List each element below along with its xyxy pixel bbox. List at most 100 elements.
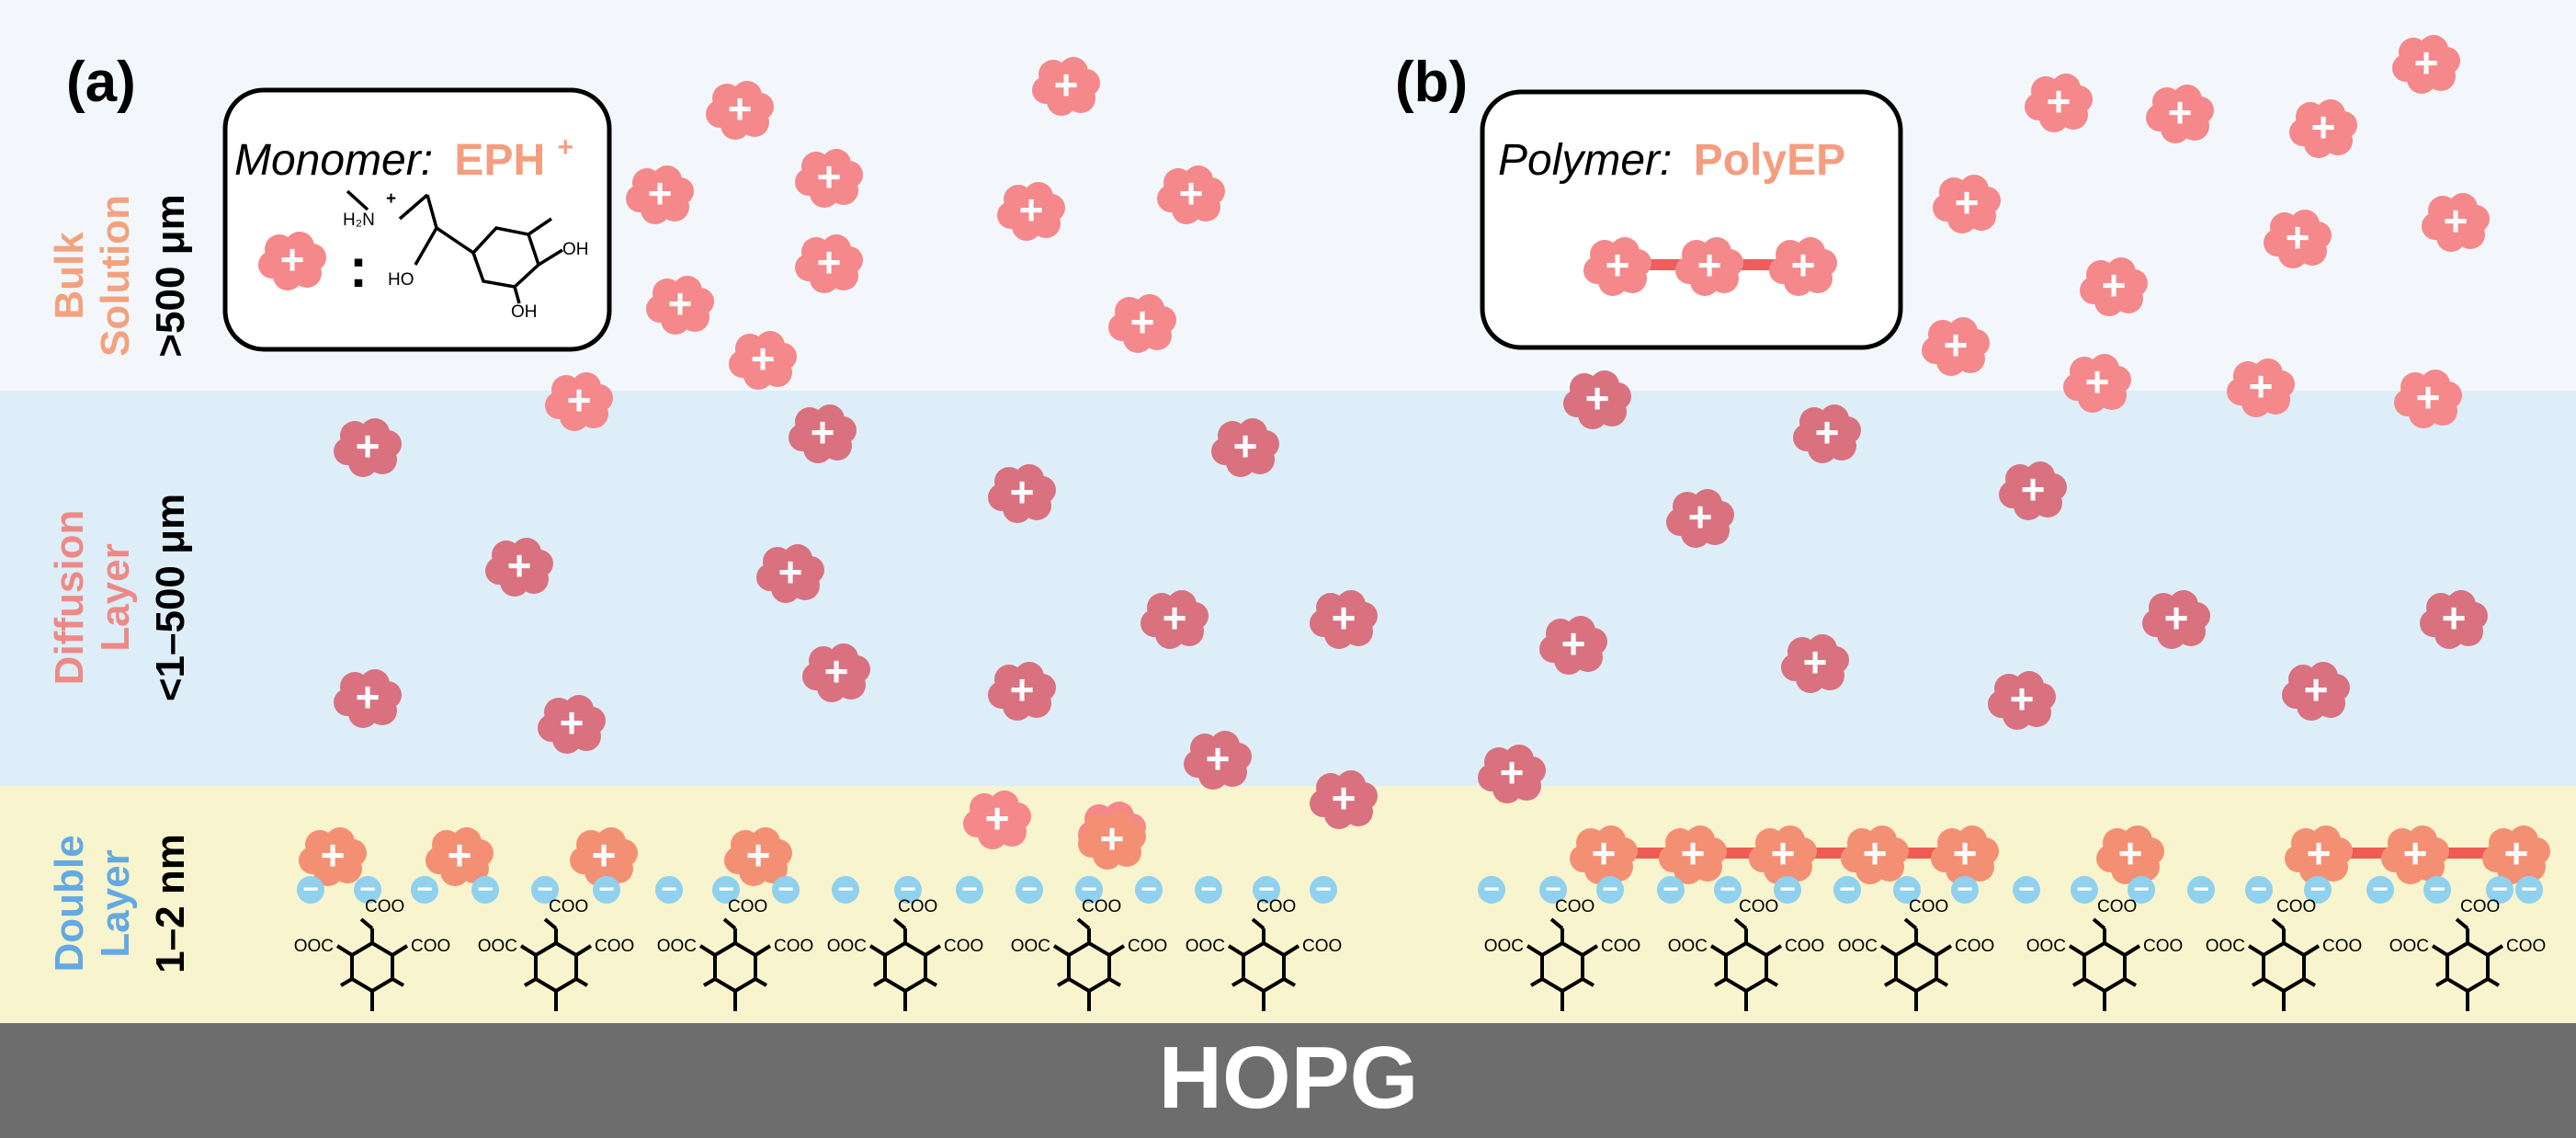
anion: −: [2187, 874, 2215, 905]
anion: −: [1774, 874, 1801, 905]
cation-plus-sign: +: [1332, 774, 1356, 822]
cation-plus-sign: +: [1606, 241, 1630, 289]
bulk-cation: +: [1922, 317, 1990, 376]
cation-plus-sign: +: [592, 831, 617, 879]
anion-shape: [1893, 876, 1921, 904]
diffusion-cation: +: [789, 404, 857, 463]
cation-plus-sign: +: [2444, 197, 2468, 245]
anion: −: [2423, 874, 2451, 905]
anion: −: [2245, 874, 2273, 905]
carboxylate-label-top: COO: [2276, 897, 2316, 916]
adsorbed-cation: +: [570, 827, 638, 886]
anion-shape: [411, 876, 438, 904]
diffusion-cation: +: [2282, 662, 2350, 721]
anion: −: [655, 874, 683, 905]
anion-minus-sign: −: [2133, 874, 2150, 905]
double-name-line2: Layer: [93, 849, 138, 957]
anion-minus-sign: −: [1545, 874, 1561, 905]
anion-minus-sign: −: [416, 874, 433, 905]
diffusion-cation: +: [1793, 404, 1861, 463]
anion-minus-sign: −: [900, 874, 916, 905]
carboxylate-label-top: COO: [1739, 897, 1778, 916]
cation-plus-sign: +: [1206, 734, 1231, 782]
bulk-cation: +: [2080, 257, 2148, 316]
anion-minus-sign: −: [1957, 874, 1973, 905]
anion: −: [1195, 874, 1222, 905]
anion: −: [1135, 874, 1163, 905]
cation-plus-sign: +: [2085, 358, 2110, 405]
diffusion-name-line1: Diffusion: [47, 510, 92, 686]
anion-minus-sign: −: [2193, 874, 2209, 905]
polymer-unit: +: [2381, 825, 2449, 884]
bulk-cation: +: [2422, 193, 2490, 252]
cation-plus-sign: +: [1054, 61, 1079, 108]
polymer-unit: +: [1749, 825, 1817, 884]
carboxylate-label-top: COO: [1082, 897, 1121, 916]
cation-plus-sign: +: [1771, 829, 1796, 877]
carboxylate-label-top: COO: [1256, 897, 1296, 916]
cation-plus-sign: +: [1010, 666, 1035, 713]
polymer-unit: +: [1659, 825, 1727, 884]
anion-minus-sign: −: [2372, 874, 2389, 905]
anion-shape: [2515, 876, 2543, 904]
cation-plus-sign: +: [817, 153, 842, 200]
legend-monomer-name: EPH: [454, 136, 545, 185]
diffusion-cation: +: [988, 662, 1056, 721]
anion-minus-sign: −: [1081, 874, 1097, 905]
anion: −: [411, 874, 438, 905]
anion: −: [531, 874, 559, 905]
anion-shape: [354, 876, 381, 904]
anion-shape: [2013, 876, 2040, 904]
carboxylate-label-left: OOC: [1186, 937, 1225, 956]
anion-shape: [1714, 876, 1742, 904]
atom-oh-bottom: OH: [511, 302, 538, 322]
anion: −: [1951, 874, 1979, 905]
anion-minus-sign: −: [2251, 874, 2267, 905]
anion: −: [1310, 874, 1337, 905]
bulk-cation: +: [2264, 210, 2332, 268]
legend-polymer: Polymer: PolyEP +++: [1480, 89, 1903, 350]
double-thickness: 1–2 nm: [148, 834, 193, 973]
anion-shape: [1951, 876, 1979, 904]
cation-plus-sign: +: [2416, 373, 2441, 421]
anion: −: [772, 874, 800, 905]
anion-shape: [1833, 876, 1861, 904]
cation-plus-sign: +: [778, 548, 803, 596]
polymer-unit: +: [1570, 825, 1638, 884]
anion: −: [1016, 874, 1043, 905]
cation-plus-sign: +: [356, 422, 380, 470]
cation-plus-sign: +: [567, 376, 592, 424]
bulk-name-line1: Bulk: [47, 232, 92, 320]
anion-shape: [1596, 876, 1624, 904]
diffusion-cation: +: [334, 418, 402, 477]
legend-monomer-title: Monomer: EPH +: [234, 132, 573, 185]
double-layer-band: [0, 786, 2576, 1023]
cation-plus-sign: +: [811, 408, 835, 456]
diffusion-cation: +: [1539, 616, 1607, 675]
diffusion-thickness: <1–500 μm: [148, 494, 193, 701]
atom-oh-right: OH: [562, 240, 589, 259]
anion: −: [2486, 874, 2514, 905]
anion: −: [1714, 874, 1742, 905]
legend-monomer-cation: +: [258, 232, 326, 290]
bulk-cation: +: [1157, 165, 1225, 224]
bulk-cation: +: [2289, 99, 2357, 158]
anion: −: [1539, 874, 1567, 905]
carboxylate-label-right: COO: [595, 937, 634, 956]
anion-row: −−−−−−−−−−−−−−−−−−−−−−−−−−−−−−−−−−−−−: [297, 874, 2543, 905]
anion-minus-sign: −: [1602, 874, 1618, 905]
anion-minus-sign: −: [1899, 874, 1915, 905]
cation-plus-sign: +: [2414, 39, 2439, 86]
anion-minus-sign: −: [2521, 874, 2537, 905]
carboxylate-label-left: OOC: [2206, 937, 2245, 956]
bulk-cation: +: [1108, 294, 1176, 353]
anion: −: [894, 874, 922, 905]
cation-plus-sign: +: [1179, 169, 1204, 217]
anion-shape: [297, 876, 324, 904]
cation-plus-sign: +: [728, 85, 753, 132]
bulk-cation: +: [1032, 57, 1100, 116]
diffusion-cation: +: [2142, 590, 2210, 649]
